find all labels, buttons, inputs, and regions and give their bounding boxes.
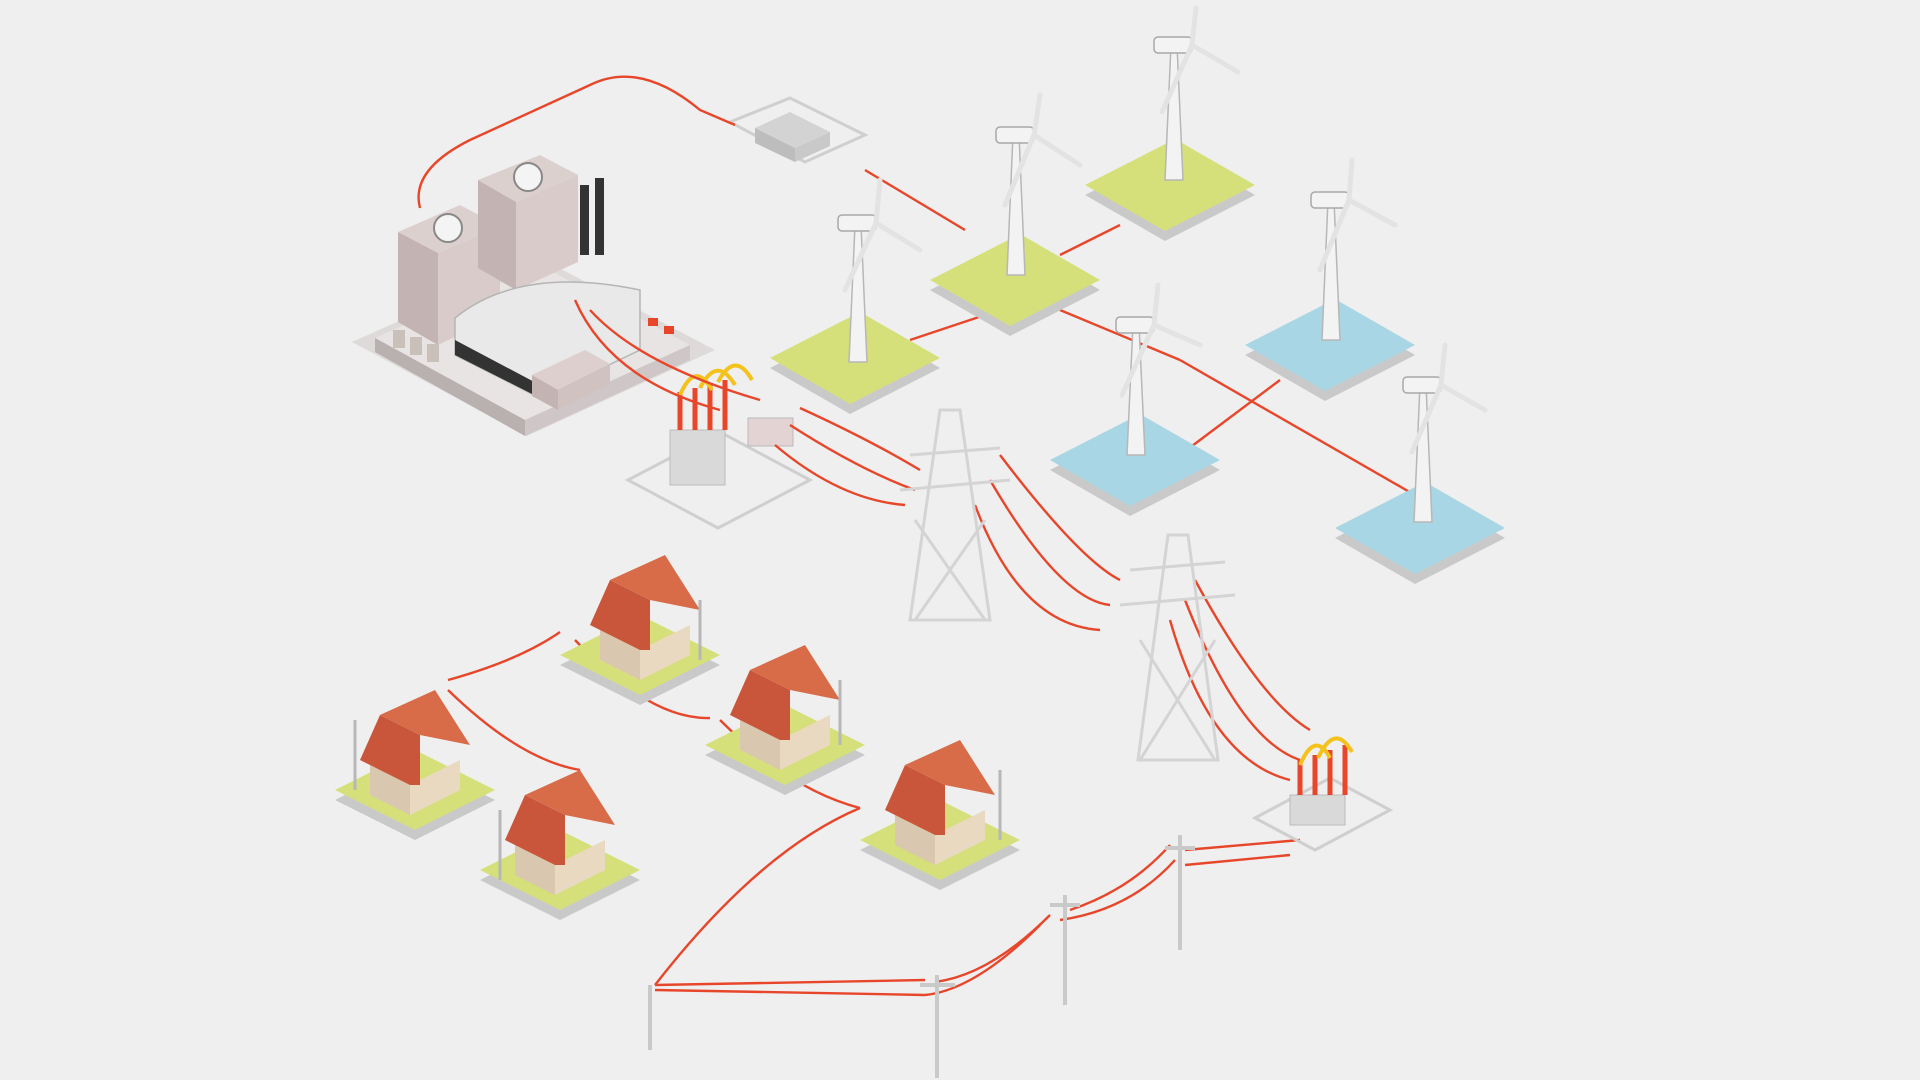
wind-turbine-icon [770, 5, 1505, 584]
utility-pole-icon [648, 835, 1195, 1078]
house-icon [335, 555, 1020, 920]
transformer-icon [1251, 736, 1394, 852]
transformer-icon [624, 363, 814, 530]
transmission-tower-icon [899, 408, 1236, 762]
inverter-station-icon [726, 96, 869, 164]
street-lamp-icon [353, 600, 1002, 880]
power-plant-icon [352, 155, 715, 436]
